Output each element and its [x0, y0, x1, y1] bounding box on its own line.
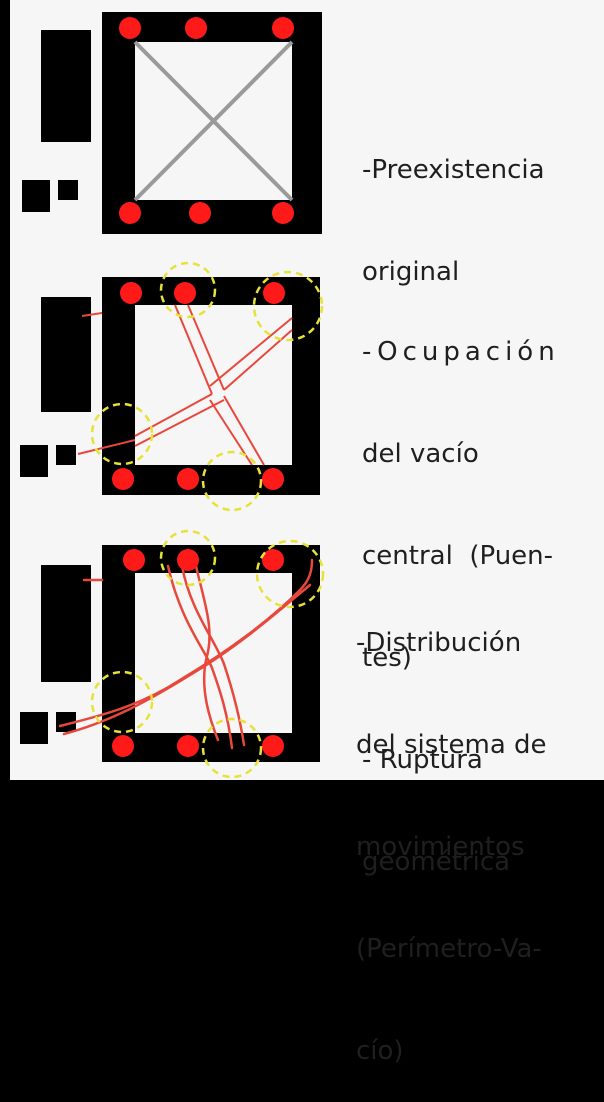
column-marker: [174, 282, 196, 304]
column-marker: [112, 735, 134, 757]
caption-line: del sistema de: [356, 730, 547, 760]
highlight-circles: [90, 261, 324, 512]
caption-line: movimientos: [356, 832, 525, 862]
column-marker: [177, 468, 199, 490]
caption-line: -Ocupación: [362, 337, 560, 367]
highlight-circles: [90, 529, 325, 779]
column-marker: [119, 202, 141, 224]
column-marker: [123, 549, 145, 571]
caption-line: (Perímetro-Va-: [356, 934, 542, 964]
side-block-tall: [41, 565, 91, 682]
caption-line: central (Puen-: [362, 541, 554, 571]
caption-line: - Ruptura: [362, 745, 483, 775]
column-marker: [272, 202, 294, 224]
column-marker: [262, 468, 284, 490]
movement-paths: [58, 558, 314, 750]
column-marker: [119, 17, 141, 39]
caption-line: -Preexistencia: [362, 155, 545, 185]
panel-1-plan: [22, 12, 322, 234]
side-block-small: [22, 180, 50, 212]
column-marker: [177, 735, 199, 757]
side-block-tall: [41, 297, 91, 412]
caption-line: tes): [362, 643, 412, 673]
column-marker: [272, 17, 294, 39]
column-marker: [120, 282, 142, 304]
panel-3-plan: [20, 529, 325, 779]
caption-line: original: [362, 257, 460, 287]
caption-line: cío): [356, 1036, 404, 1066]
side-block-tiny: [56, 445, 76, 465]
column-marker: [262, 735, 284, 757]
side-block-tiny: [58, 180, 78, 200]
side-block-small: [20, 712, 48, 744]
column-marker: [177, 549, 199, 571]
side-block-tall: [41, 30, 91, 142]
column-marker: [185, 17, 207, 39]
side-block-small: [20, 445, 48, 477]
column-marker: [112, 468, 134, 490]
caption-panel-1: -Preexistencia original: [362, 85, 545, 323]
caption-panel-3: -Distribución del sistema de movimientos…: [356, 558, 547, 1102]
caption-line: -Distribución: [356, 628, 522, 658]
caption-line: del vacío: [362, 439, 479, 469]
column-marker: [262, 549, 284, 571]
panel-2-plan: [20, 261, 324, 512]
diagram-canvas: [10, 0, 604, 780]
column-marker: [189, 202, 211, 224]
void-diagonal: [133, 40, 294, 202]
column-marker: [263, 282, 285, 304]
